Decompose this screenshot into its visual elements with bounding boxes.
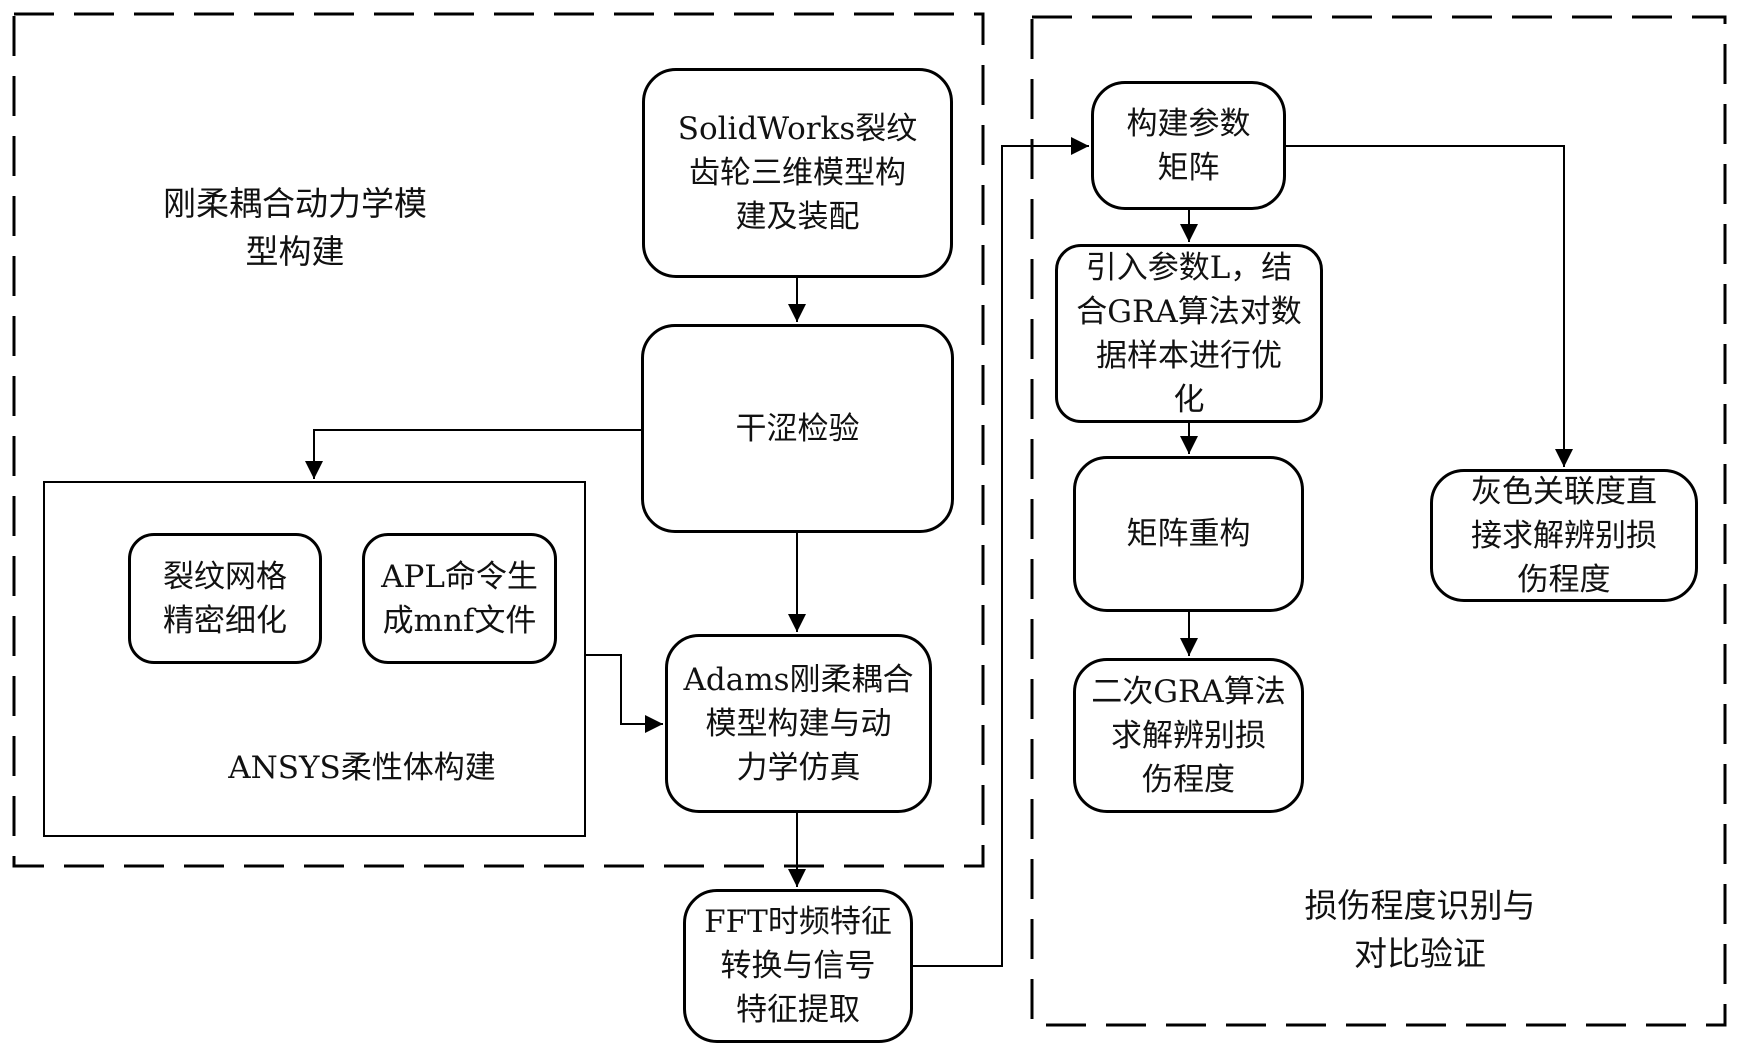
ansys-group-label: ANSYS柔性体构建: [228, 750, 496, 786]
region-identification-label: 损伤程度识别与 对比验证: [1304, 886, 1536, 973]
edge-fft-to-param-matrix: [913, 137, 1089, 967]
edge-interference-to-ansys: [305, 429, 641, 479]
node-param-matrix-text: 构建参数 矩阵: [1126, 105, 1251, 186]
region-modeling-label: 刚柔耦合动力学模 型构建: [163, 184, 427, 271]
node-adams[interactable]: Adams刚柔耦合 模型构建与动 力学仿真: [665, 634, 932, 813]
node-solidworks-text: SolidWorks裂纹 齿轮三维模型构 建及装配: [677, 111, 918, 235]
node-solidworks[interactable]: SolidWorks裂纹 齿轮三维模型构 建及装配: [642, 68, 953, 278]
node-param-matrix[interactable]: 构建参数 矩阵: [1091, 81, 1286, 210]
node-crack-mesh-text: 裂纹网格 精密细化: [163, 558, 287, 639]
node-adams-text: Adams刚柔耦合 模型构建与动 力学仿真: [683, 661, 914, 786]
region-identification-border: [1030, 15, 1727, 1027]
edge-param-to-grey-direct: [1286, 145, 1573, 467]
node-interference-check-text: 干涩检验: [735, 410, 860, 447]
ansys-group-box[interactable]: [43, 481, 586, 837]
node-grey-direct-text: 灰色关联度直 接求解辨别损 伤程度: [1471, 473, 1657, 598]
node-interference-check[interactable]: 干涩检验: [641, 324, 954, 533]
node-secondary-gra[interactable]: 二次GRA算法 求解辨别损 伤程度: [1073, 658, 1304, 813]
node-crack-mesh[interactable]: 裂纹网格 精密细化: [128, 533, 322, 664]
node-fft[interactable]: FFT时频特征 转换与信号 特征提取: [683, 889, 913, 1043]
node-secondary-gra-text: 二次GRA算法 求解辨别损 伤程度: [1091, 673, 1286, 798]
node-matrix-rebuild[interactable]: 矩阵重构: [1073, 456, 1304, 612]
node-grey-direct[interactable]: 灰色关联度直 接求解辨别损 伤程度: [1430, 469, 1698, 602]
node-introduce-L-text: 引入参数L，结 合GRA算法对数 据样本进行优 化: [1076, 249, 1302, 418]
region-modeling-border: [12, 12, 985, 868]
node-apl-mnf[interactable]: APL命令生 成mnf文件: [362, 533, 557, 664]
node-matrix-rebuild-text: 矩阵重构: [1126, 516, 1251, 552]
node-apl-mnf-text: APL命令生 成mnf文件: [381, 558, 538, 639]
node-fft-text: FFT时频特征 转换与信号 特征提取: [704, 904, 892, 1028]
edge-ansys-to-adams: [585, 654, 663, 733]
node-introduce-L[interactable]: 引入参数L，结 合GRA算法对数 据样本进行优 化: [1055, 244, 1323, 423]
